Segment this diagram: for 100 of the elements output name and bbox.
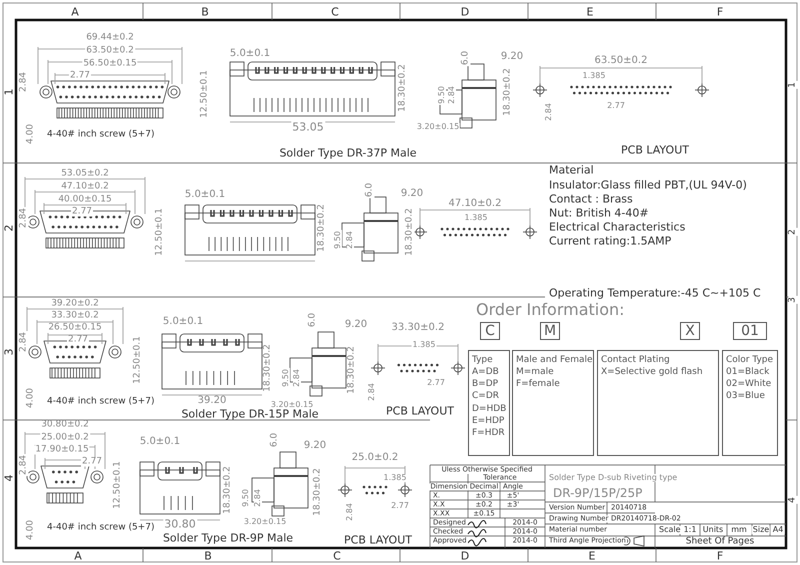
zone-marker: C — [330, 6, 340, 18]
dimension-label: 5.0±0.1 — [162, 317, 204, 327]
option-text: M — [542, 323, 558, 340]
list-heading: Contact Plating — [601, 354, 671, 366]
dimension-label: 2.77 — [66, 336, 90, 344]
drawing-text: Solder Type DR-15P Male — [180, 408, 320, 420]
dimension-label: 30.80±0.2 — [40, 420, 90, 430]
dimension-label: 26.50±0.15 — [47, 324, 103, 332]
dimension-label: 1.385 — [582, 72, 606, 80]
dimension-label: 18.30±0.2 — [504, 67, 512, 117]
list-heading: Color Type — [726, 354, 774, 366]
dimension-label: 18.30±0.2 — [224, 465, 232, 515]
dimension-label: 2.77 — [606, 102, 626, 110]
dimension-label: 63.50±0.2 — [85, 46, 135, 56]
dimension-label: 53.05±0.2 — [60, 170, 110, 178]
option-text: A=DB — [472, 366, 500, 378]
zone-marker: 2 — [788, 228, 798, 236]
zone-marker: E — [586, 6, 594, 18]
drawing-text: PCB LAYOUT — [343, 534, 413, 546]
dimension-label: 3.20±0.15 — [416, 123, 460, 131]
code-box — [733, 322, 767, 340]
dimension-label: 63.50±0.2 — [594, 56, 648, 66]
dimension-label: 12.50±0.1 — [134, 335, 142, 385]
zone-marker: 1 — [788, 81, 798, 89]
dimension-label: 9.50 — [438, 85, 446, 105]
list-heading: Male and Female — [516, 354, 590, 366]
dimension-label: 18.30±0.2 — [264, 343, 272, 393]
dimension-label: 9.20 — [500, 52, 524, 62]
dimension-label: 18.30±0.2 — [314, 467, 322, 517]
option-text: C — [484, 323, 496, 340]
zone-marker: F — [716, 6, 724, 18]
drawing-text: Material — [548, 164, 595, 176]
drawing-text: PCB LAYOUT — [385, 406, 455, 416]
dimension-label: 39.20 — [196, 396, 228, 406]
dimension-label: 33.30±0.2 — [390, 323, 446, 333]
dimension-label: 40.00±0.15 — [57, 196, 113, 204]
dimension-label: 33.30±0.2 — [50, 312, 100, 320]
zone-marker: D — [460, 550, 470, 562]
dimension-label: 2.77 — [390, 502, 410, 510]
zone-marker: 4 — [788, 496, 798, 504]
dimension-label: 6.0 — [366, 182, 374, 198]
option-list-box — [468, 350, 510, 456]
option-text: 03=Blue — [726, 390, 766, 403]
dimension-label: 18.30±0.2 — [406, 207, 414, 257]
drawing-text: Sheet Of Pages — [684, 538, 756, 546]
dimension-label: 2.77 — [80, 458, 104, 466]
dimension-label: 4.00 — [26, 518, 36, 542]
dimension-label: 5.0±0.1 — [184, 190, 226, 200]
dimension-label: Solder Type D-sub Riveting type — [548, 474, 678, 482]
zone-marker: 3 — [788, 296, 798, 304]
zone-marker: 3 — [4, 348, 14, 356]
option-text: 01 — [740, 323, 760, 340]
dimension-label: 12.50±0.1 — [200, 69, 210, 119]
dimension-label: 18.30±0.2 — [318, 203, 326, 253]
option-text: F=female — [516, 378, 561, 390]
dimension-label: 18.30±0.2 — [398, 63, 408, 113]
drawing-text: A4 — [772, 526, 784, 534]
dimension-label: 39.20±0.2 — [50, 300, 100, 308]
drawing-text: 4-40# inch screw (5+7) — [46, 524, 156, 532]
dimension-label: 2.77 — [70, 208, 94, 216]
dimension-label: 9.20 — [400, 189, 424, 199]
drawing-text: Scale — [658, 526, 682, 534]
dimension-label: 3.20±0.15 — [270, 401, 314, 409]
dimension-label: 69.44±0.2 — [85, 34, 135, 42]
dimension-label: 30.80 — [163, 518, 197, 530]
dimension-label: 5.0±0.1 — [138, 437, 182, 447]
zone-marker: E — [588, 550, 596, 562]
dimension-label: Order Information: — [475, 302, 626, 318]
zone-marker: C — [332, 550, 342, 562]
option-list-box — [597, 350, 719, 456]
dimension-label: 18.30±0.2 — [348, 345, 356, 395]
dimension-label: 9.50 — [282, 368, 290, 388]
dimension-label: 12.50±0.1 — [156, 207, 164, 257]
option-text: D=HDB — [472, 402, 506, 415]
list-heading: Type — [472, 354, 494, 366]
drawing-text: Insulator:Glass filled PBT,(UL 94V-0) — [548, 180, 748, 190]
dimension-label: 6.0 — [462, 50, 470, 66]
dimension-label: 2.84 — [368, 382, 376, 402]
zone-marker: 2 — [4, 224, 14, 232]
dimension-label: 53.05 — [291, 122, 325, 132]
zone-marker: 1 — [4, 88, 14, 96]
option-text: E=HDP — [472, 414, 506, 427]
drawing-text: mm — [730, 526, 748, 534]
dimension-label: 9.50 — [334, 230, 342, 250]
dimension-label: 2.84 — [346, 502, 354, 522]
drawing-text: Operating Temperature:-45 C~+105 C — [548, 288, 762, 298]
option-text: B=DP — [472, 378, 500, 390]
zone-marker: A — [73, 550, 83, 562]
option-text: 01=Black — [726, 366, 770, 378]
dimension-label: 2.84 — [346, 230, 354, 250]
dimension-label: DR-9P/15P/25P — [552, 487, 644, 499]
dimension-label: 9.20 — [344, 320, 368, 330]
dimension-label: 1.385 — [412, 341, 436, 349]
dimension-label: 5.0±0.1 — [228, 49, 272, 59]
dimension-label: 3.20±0.15 — [242, 518, 288, 526]
dimension-label: 47.10±0.2 — [60, 182, 110, 192]
dimension-label: 2.84 — [20, 70, 28, 94]
dimension-label: 1.385 — [464, 214, 488, 222]
dimension-label: 2.84 — [20, 454, 28, 476]
option-text: C=DR — [472, 390, 500, 403]
